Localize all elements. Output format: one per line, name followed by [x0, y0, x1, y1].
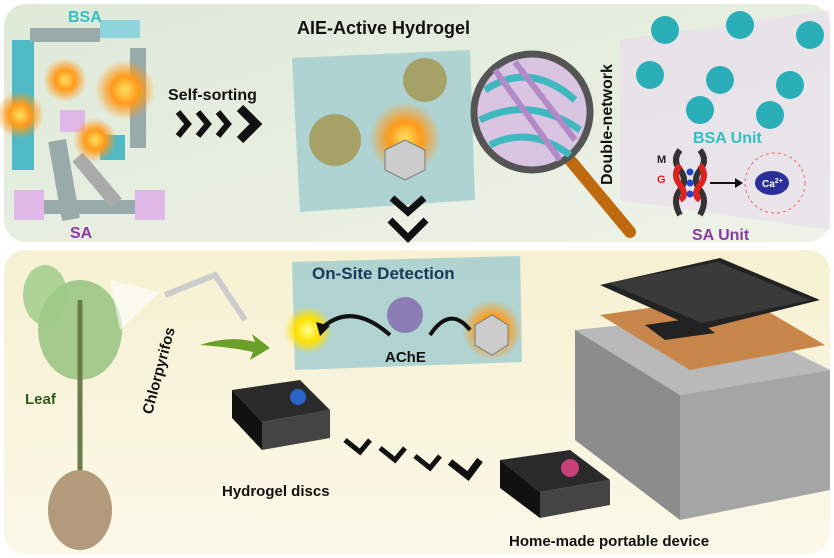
chevron-down-arrows: [387, 195, 429, 243]
detection-hydrogel: [284, 256, 522, 370]
sa-unit-label: SA Unit: [692, 227, 750, 244]
leaf-plant-image: [23, 265, 122, 550]
g-label: G: [657, 174, 666, 186]
magnifier-icon: [470, 50, 636, 238]
bsa-sa-components: [0, 20, 165, 221]
self-sorting-label: Self-sorting: [168, 87, 257, 104]
disc-holder-blue: [232, 380, 330, 450]
leaf-label: Leaf: [25, 391, 57, 408]
hydrogel-block: [292, 50, 475, 212]
zoom-beam: [620, 10, 830, 230]
sa-label: SA: [70, 225, 93, 242]
double-network-label: Double-network: [599, 64, 616, 185]
calcium-ion-label: Ca2+: [762, 178, 783, 190]
detection-title: On-Site Detection: [312, 264, 455, 283]
ache-label: AChE: [385, 349, 426, 366]
disc-holder-pink: [500, 450, 610, 518]
bsa-unit-label: BSA Unit: [693, 130, 762, 147]
spray-nozzle: [110, 271, 248, 330]
hydrogel-discs-label: Hydrogel discs: [222, 483, 330, 500]
bsa-network: [636, 11, 824, 129]
device-label: Home-made portable device: [509, 533, 709, 550]
portable-device: [575, 258, 830, 520]
bsa-label: BSA: [68, 9, 102, 26]
chevron-diagonal-arrows: [343, 438, 483, 481]
m-label: M: [657, 154, 666, 166]
hydrogel-title: AIE-Active Hydrogel: [297, 18, 470, 38]
egg-box-structure: [673, 148, 806, 217]
chevron-right-arrows: [175, 104, 263, 144]
green-arrow: [200, 334, 270, 360]
